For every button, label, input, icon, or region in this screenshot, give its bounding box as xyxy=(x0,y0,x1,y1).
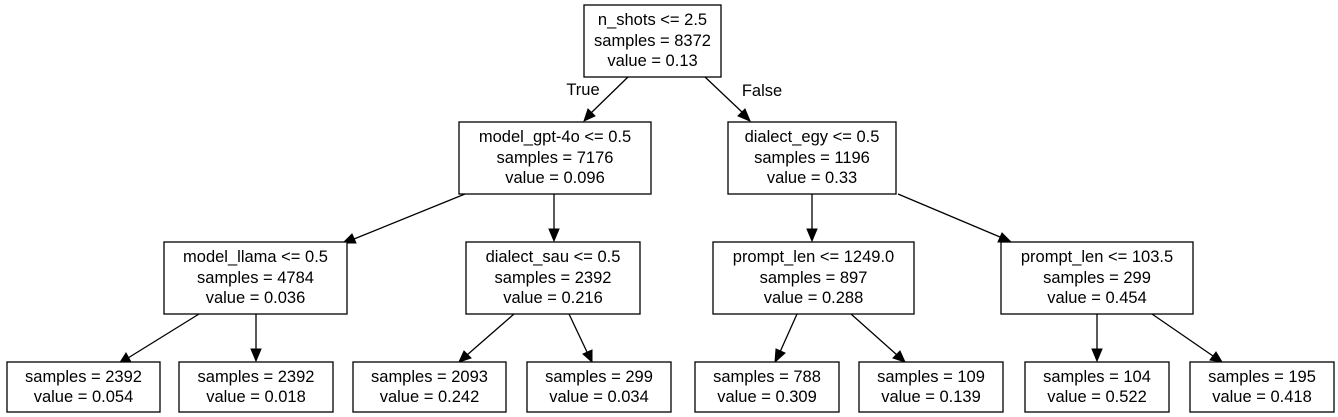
leaf-node-3: samples = 299 value = 0.034 xyxy=(526,361,672,413)
node-value: value = 0.13 xyxy=(607,52,697,70)
node-box xyxy=(163,241,348,315)
arrowhead xyxy=(341,233,357,244)
node-ll: model_llama <= 0.5 samples = 4784 value … xyxy=(163,241,348,315)
node-samples: samples = 299 xyxy=(545,368,653,386)
arrowhead xyxy=(1091,348,1103,363)
node-samples: samples = 2392 xyxy=(198,368,315,386)
node-box xyxy=(858,361,1004,413)
node-box xyxy=(1189,361,1335,413)
node-samples: samples = 1196 xyxy=(754,149,870,167)
node-samples: samples = 897 xyxy=(760,269,868,287)
node-box xyxy=(458,121,652,195)
arrowhead xyxy=(737,108,751,122)
node-left: model_gpt-4o <= 0.5 samples = 7176 value… xyxy=(458,121,652,195)
node-box xyxy=(583,4,722,78)
node-split: dialect_egy <= 0.5 xyxy=(745,128,880,146)
leaf-node-4: samples = 788 value = 0.309 xyxy=(694,361,840,413)
node-split: prompt_len <= 103.5 xyxy=(1021,248,1173,266)
node-value: value = 0.454 xyxy=(1047,289,1147,307)
node-samples: samples = 2392 xyxy=(25,368,142,386)
arrowhead xyxy=(1209,351,1223,363)
edge-root-to-left xyxy=(583,76,629,122)
node-box xyxy=(1000,241,1194,315)
arrowhead xyxy=(892,350,906,363)
node-right: dialect_egy <= 0.5 samples = 1196 value … xyxy=(727,121,897,195)
node-value: value = 0.309 xyxy=(717,388,817,406)
arrowhead xyxy=(582,349,593,364)
node-samples: samples = 7176 xyxy=(497,149,614,167)
edge-label-true: True xyxy=(566,81,599,99)
edge-root-to-right xyxy=(704,76,751,122)
edge-rl-to-leaf-4 xyxy=(774,313,798,364)
arrowhead xyxy=(548,228,560,243)
node-box xyxy=(712,241,915,315)
node-samples: samples = 104 xyxy=(1043,368,1151,386)
node-value: value = 0.242 xyxy=(380,388,480,406)
node-value: value = 0.522 xyxy=(1047,388,1147,406)
edge-rl-to-leaf-5 xyxy=(850,313,906,363)
edge-left-to-lr xyxy=(548,194,560,243)
arrowhead xyxy=(458,350,472,363)
leaf-node-2: samples = 2093 value = 0.242 xyxy=(352,361,507,413)
node-samples: samples = 8372 xyxy=(594,32,711,50)
node-box xyxy=(526,361,672,413)
node-samples: samples = 788 xyxy=(713,368,821,386)
edge-lr-to-leaf-3 xyxy=(568,313,593,364)
leaf-node-5: samples = 109 value = 0.139 xyxy=(858,361,1004,413)
node-value: value = 0.33 xyxy=(767,169,857,187)
node-root: n_shots <= 2.5 samples = 8372 value = 0.… xyxy=(583,4,722,78)
node-box xyxy=(178,361,334,413)
edge-rr-to-leaf-6 xyxy=(1091,314,1103,363)
node-value: value = 0.216 xyxy=(503,289,603,307)
node-split: model_gpt-4o <= 0.5 xyxy=(479,128,631,146)
node-samples: samples = 299 xyxy=(1043,269,1151,287)
node-samples: samples = 2093 xyxy=(371,368,488,386)
node-box xyxy=(727,121,897,195)
edge-left-to-ll xyxy=(341,193,466,244)
arrowhead xyxy=(997,232,1013,243)
node-value: value = 0.096 xyxy=(505,169,605,187)
arrowhead xyxy=(583,108,596,122)
node-samples: samples = 195 xyxy=(1208,368,1316,386)
node-split: dialect_sau <= 0.5 xyxy=(486,248,621,266)
leaf-node-0: samples = 2392 value = 0.054 xyxy=(6,361,161,413)
leaf-node-7: samples = 195 value = 0.418 xyxy=(1189,361,1335,413)
node-split: n_shots <= 2.5 xyxy=(598,11,707,29)
edge-ll-to-leaf-1 xyxy=(250,314,262,363)
node-value: value = 0.288 xyxy=(764,289,864,307)
node-samples: samples = 2392 xyxy=(495,269,612,287)
node-value: value = 0.036 xyxy=(206,289,306,307)
node-lr: dialect_sau <= 0.5 samples = 2392 value … xyxy=(465,241,641,315)
node-box xyxy=(352,361,507,413)
node-value: value = 0.418 xyxy=(1212,388,1312,406)
node-value: value = 0.139 xyxy=(881,388,981,406)
node-samples: samples = 109 xyxy=(877,368,985,386)
node-rl: prompt_len <= 1249.0 samples = 897 value… xyxy=(712,241,915,315)
arrowhead xyxy=(250,348,262,363)
node-split: model_llama <= 0.5 xyxy=(183,248,328,266)
node-value: value = 0.018 xyxy=(206,388,306,406)
edge-right-to-rr xyxy=(897,193,1013,243)
arrowhead xyxy=(774,348,786,364)
leaf-node-1: samples = 2392 value = 0.018 xyxy=(178,361,334,413)
node-value: value = 0.034 xyxy=(549,388,649,406)
arrowhead xyxy=(806,228,818,243)
edge-lr-to-leaf-2 xyxy=(458,313,515,363)
node-box xyxy=(6,361,161,413)
node-split: prompt_len <= 1249.0 xyxy=(733,248,894,266)
node-box xyxy=(465,241,641,315)
edge-label-false: False xyxy=(742,82,782,100)
node-box xyxy=(694,361,840,413)
tree-edges xyxy=(117,76,1223,365)
node-box xyxy=(1024,361,1170,413)
edge-rr-to-leaf-7 xyxy=(1151,313,1223,363)
edge-right-to-rl xyxy=(806,194,818,243)
node-rr: prompt_len <= 103.5 samples = 299 value … xyxy=(1000,241,1194,315)
leaf-node-6: samples = 104 value = 0.522 xyxy=(1024,361,1170,413)
node-value: value = 0.054 xyxy=(34,388,134,406)
node-samples: samples = 4784 xyxy=(197,269,314,287)
edge-ll-to-leaf-0 xyxy=(117,313,200,365)
